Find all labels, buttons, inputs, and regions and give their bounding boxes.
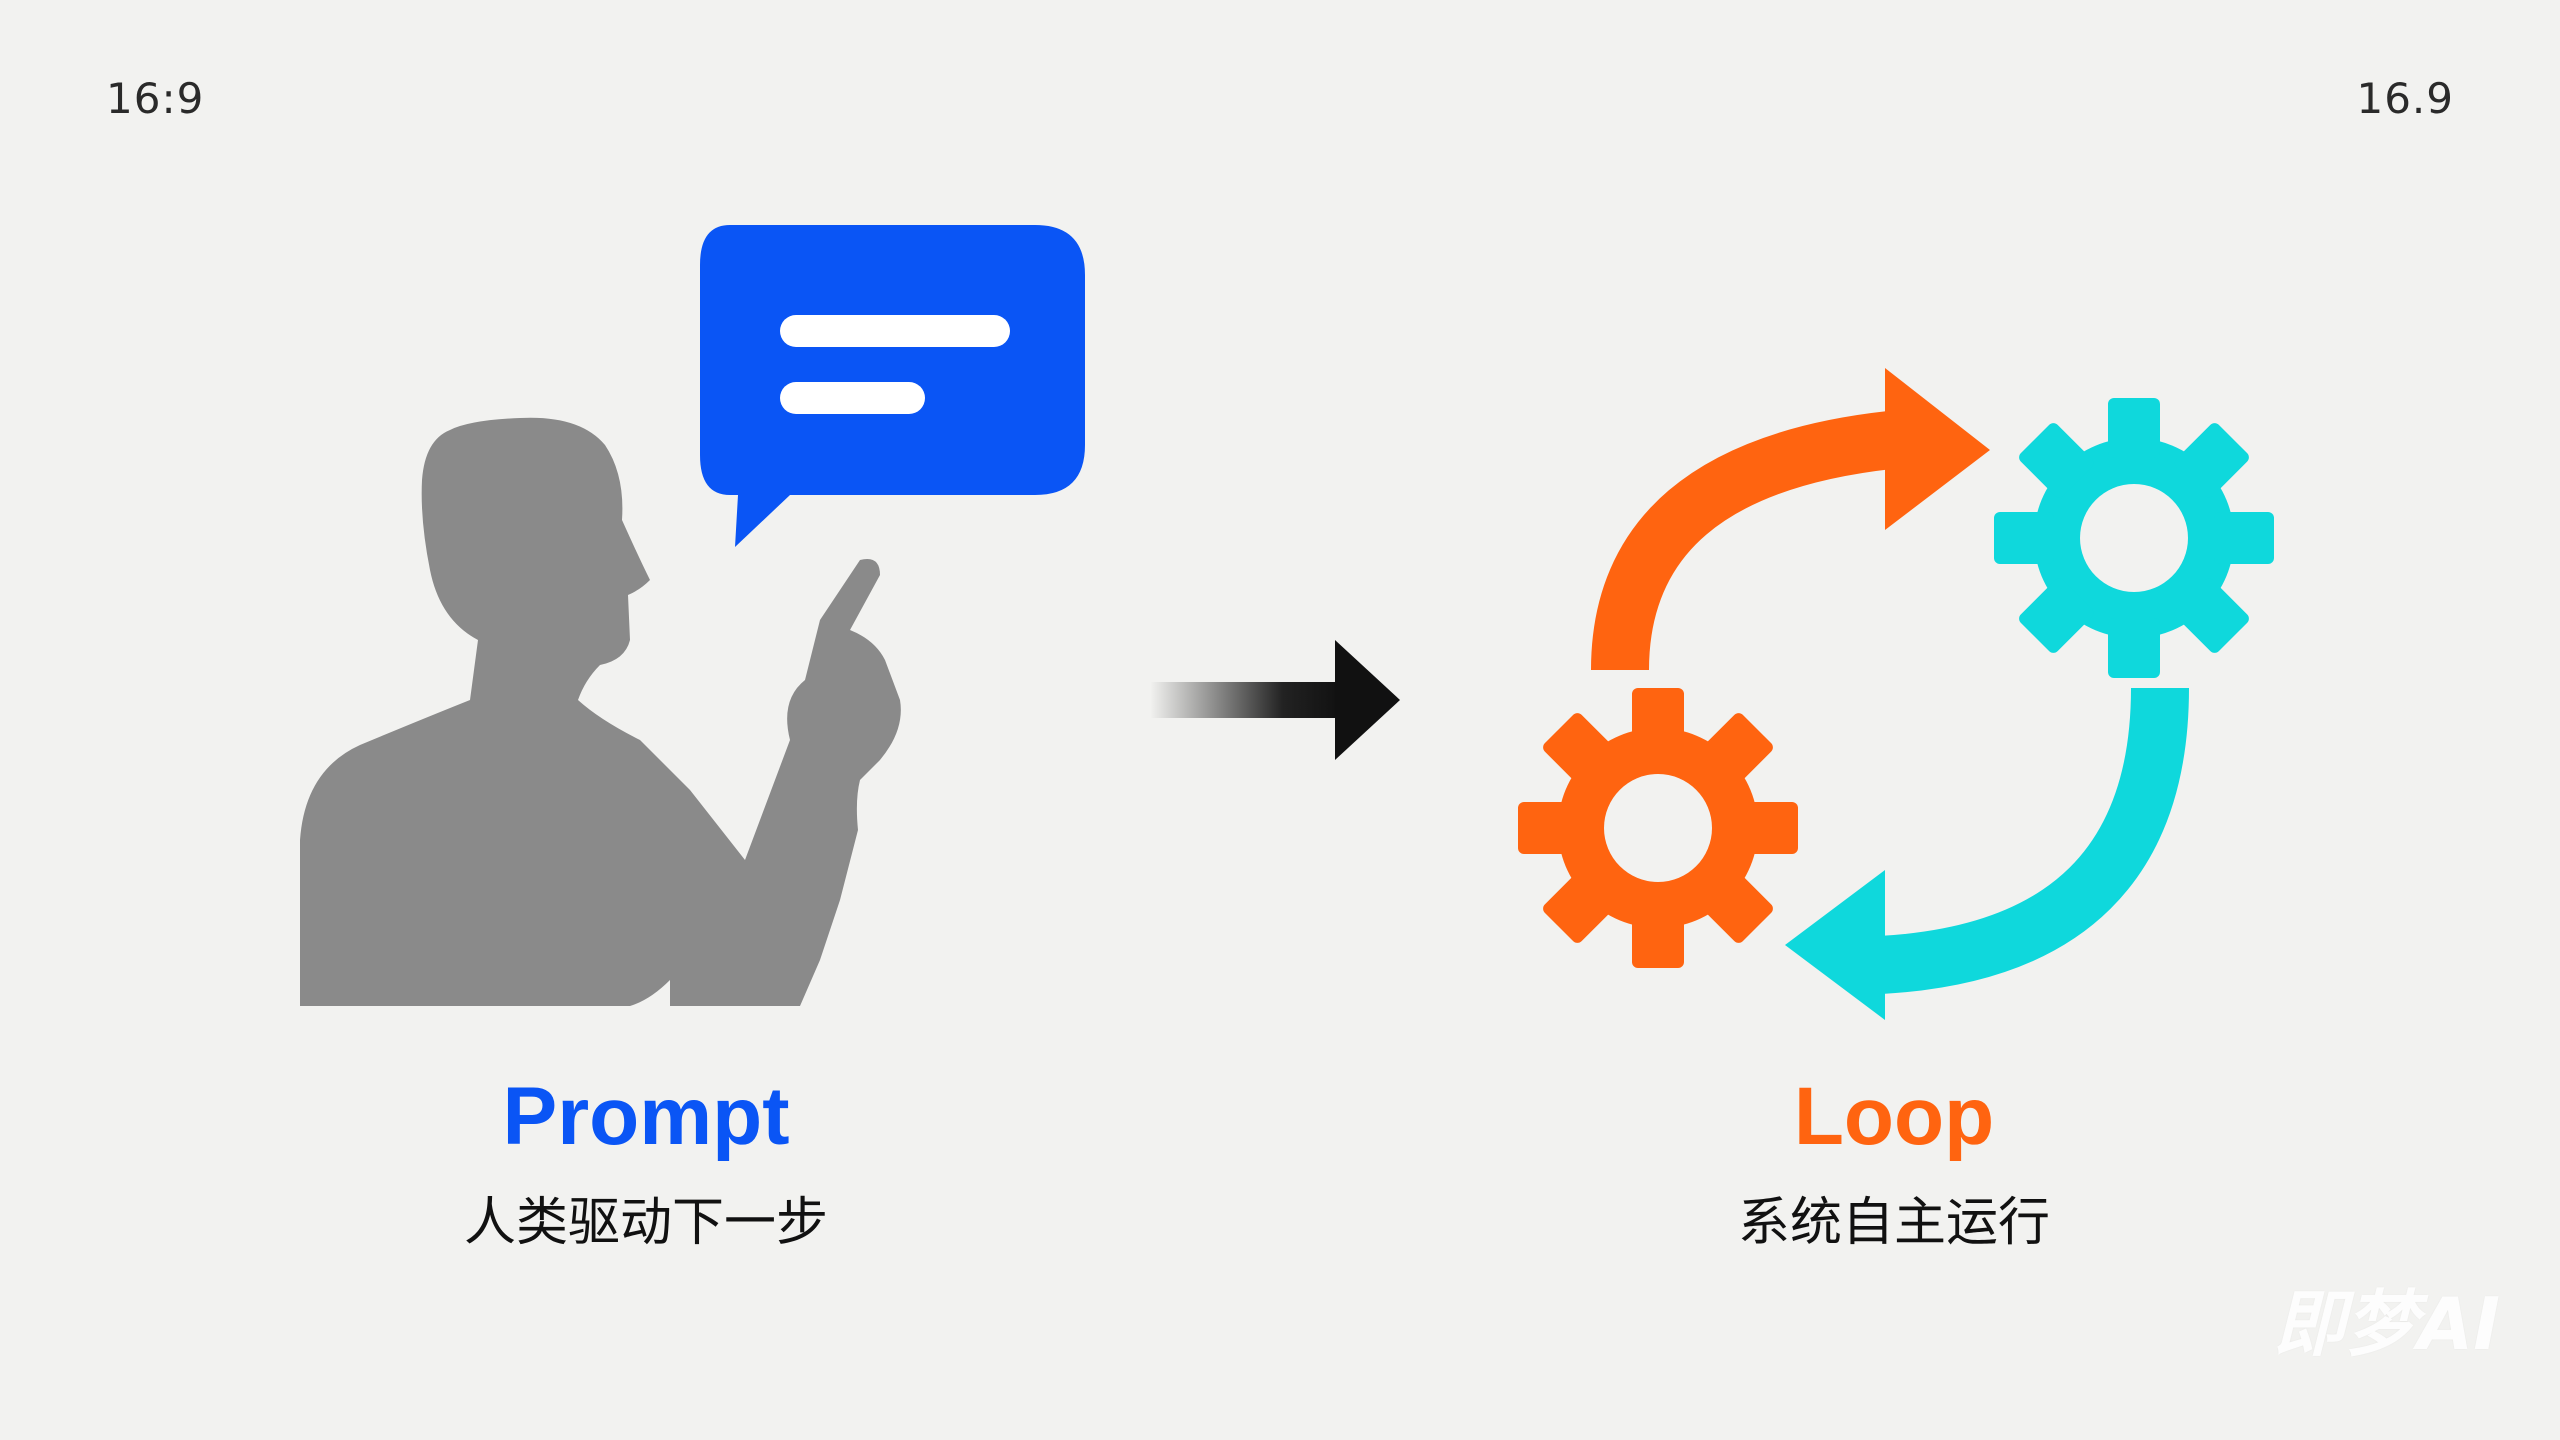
orange-gear-icon: [1518, 688, 1798, 968]
cyan-gear-icon: [1994, 398, 2274, 678]
gradient-arrow-icon: [1150, 640, 1400, 760]
loop-title: Loop: [1793, 1071, 1995, 1162]
chat-line-long: [780, 315, 1010, 347]
chat-line-short: [780, 382, 925, 414]
prompt-title: Prompt: [502, 1071, 790, 1162]
aspect-label-right: 16.9: [2356, 74, 2454, 123]
loop-subtitle: 系统自主运行: [1737, 1193, 2050, 1253]
watermark-logo: 即梦AI: [2273, 1282, 2500, 1366]
chat-bubble-icon: [700, 225, 1085, 547]
aspect-label-left: 16:9: [106, 74, 205, 123]
prompt-subtitle: 人类驱动下一步: [463, 1193, 828, 1253]
